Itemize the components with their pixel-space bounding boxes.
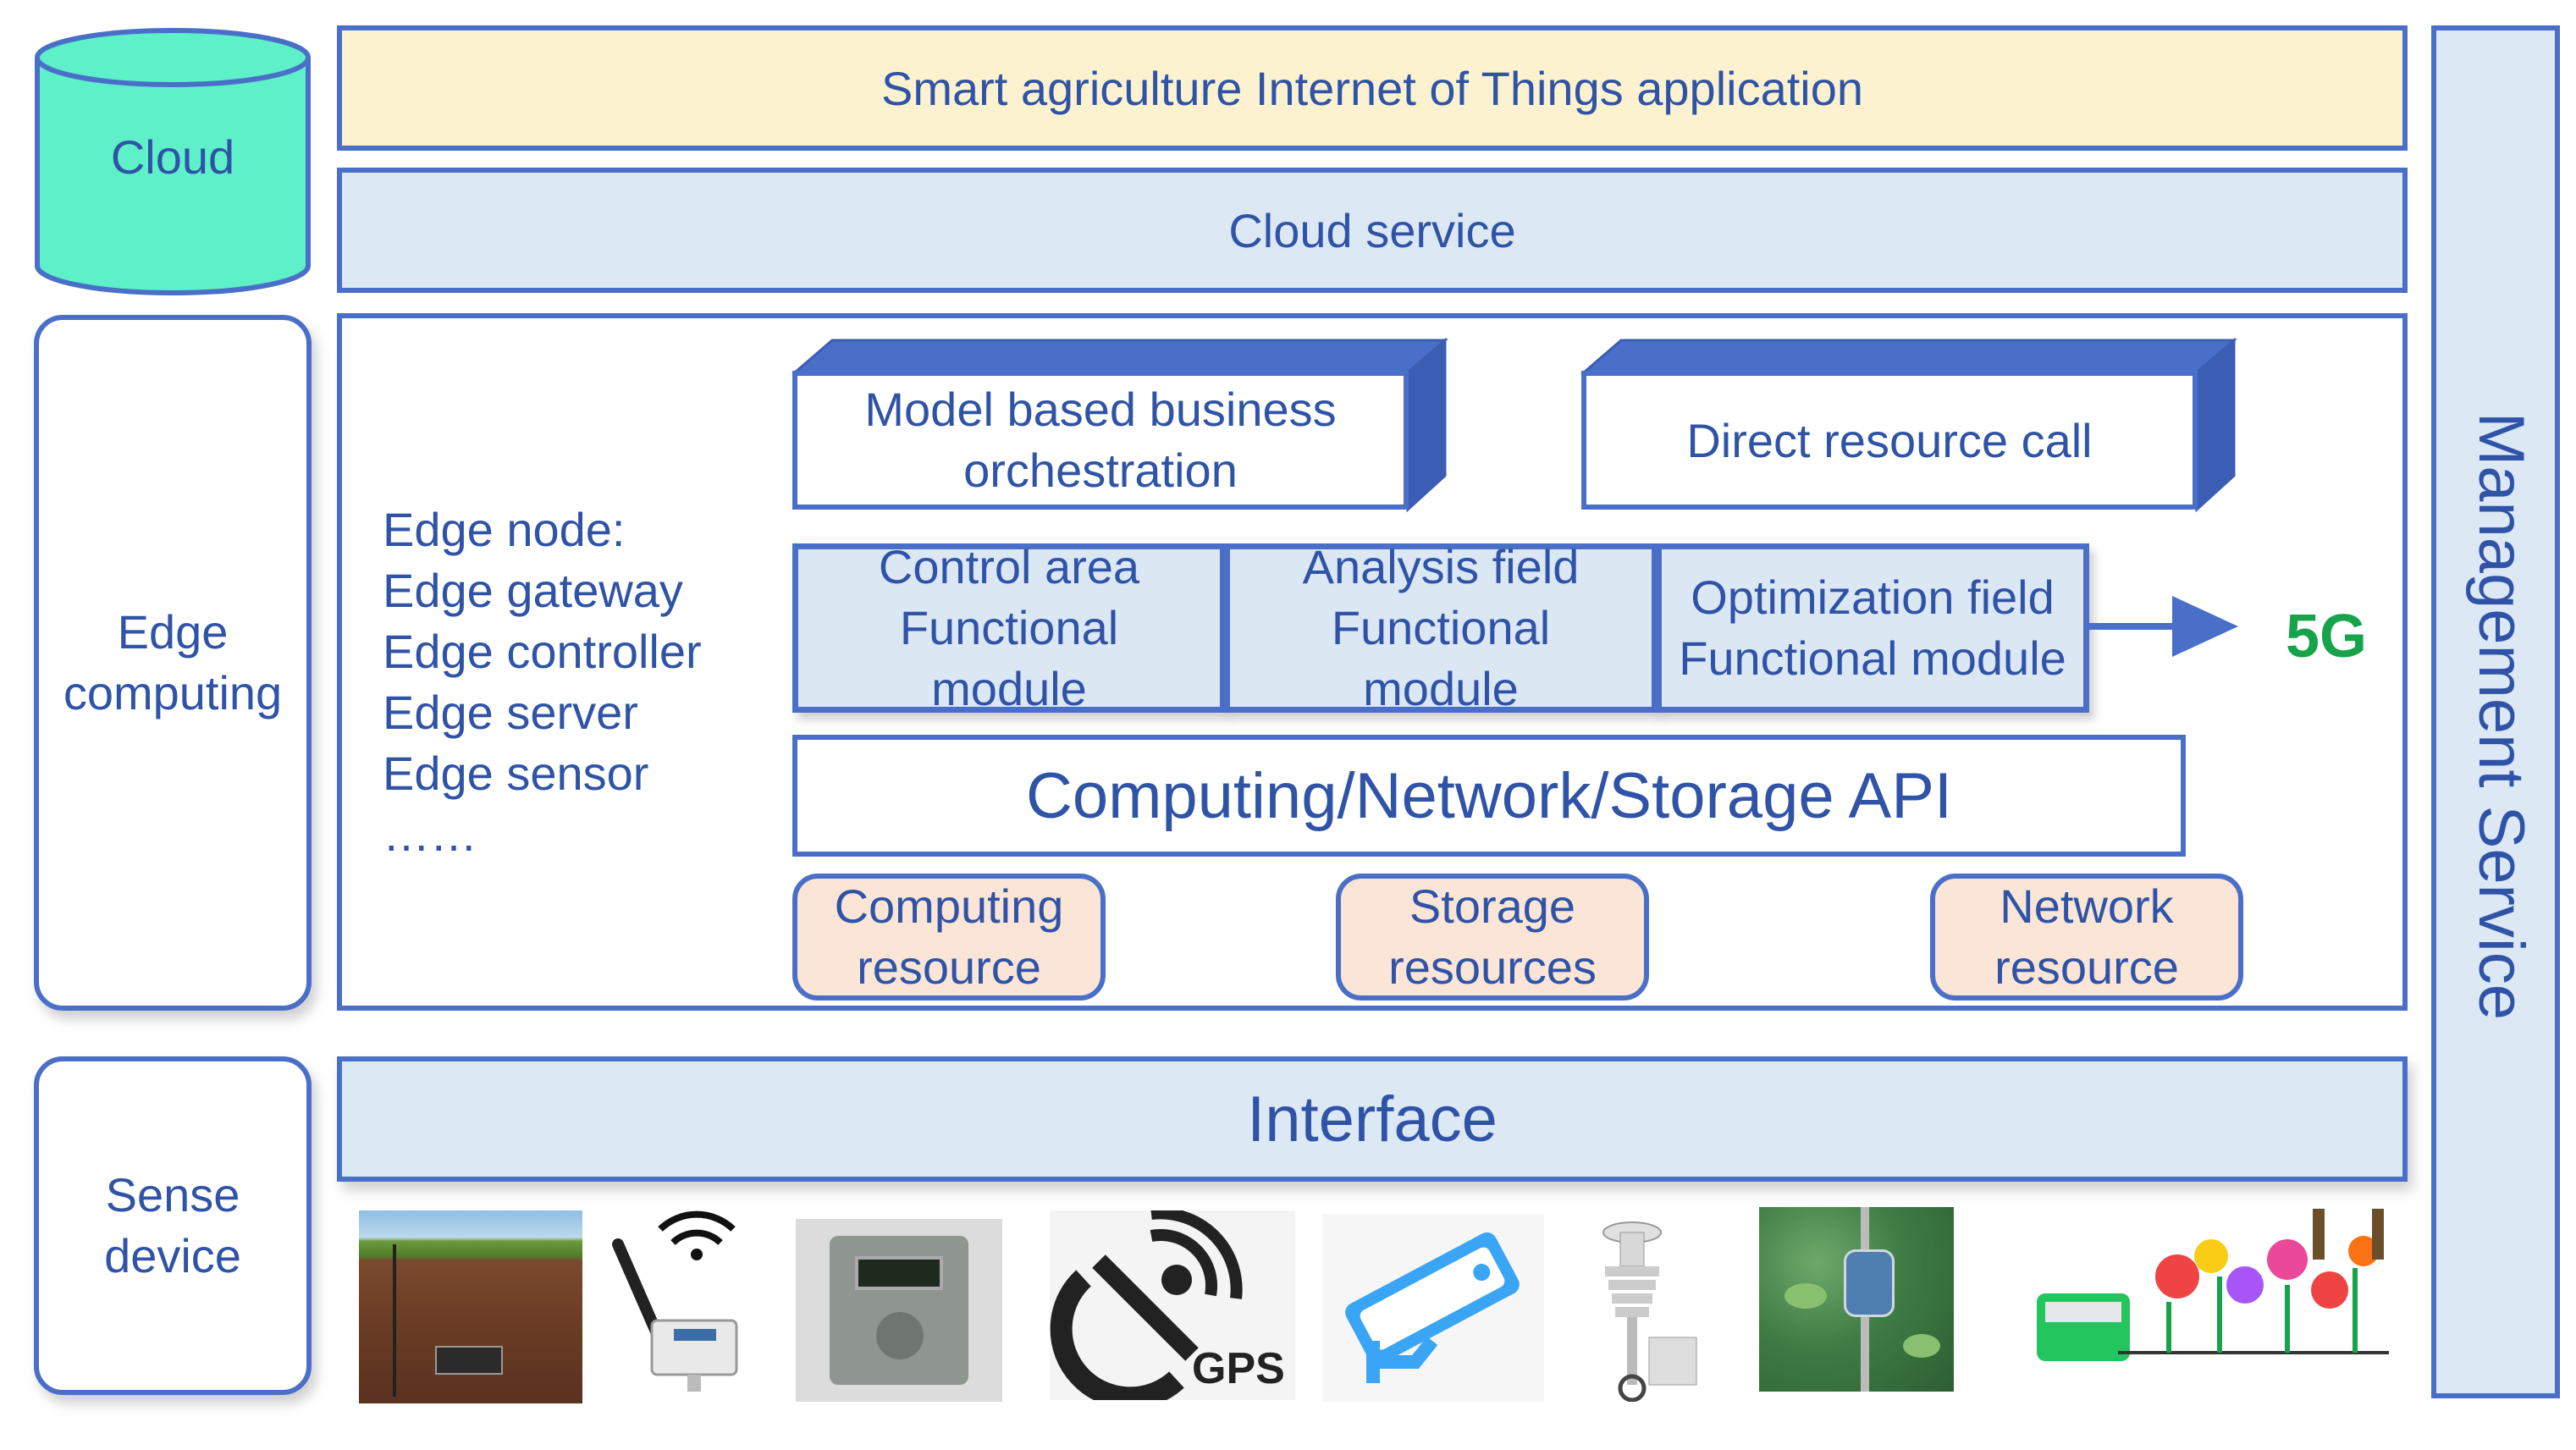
edge-node-list: Edge node: Edge gateway Edge controller … [383, 499, 772, 865]
resource-label-line: resource [1994, 940, 2179, 994]
smart-garden-image [2033, 1209, 2397, 1402]
meter-box-image [796, 1219, 1002, 1402]
sense-layer-label-line2: device [104, 1229, 241, 1282]
computing-resource: Computing resource [792, 874, 1106, 1001]
module-label-line: Control area [878, 540, 1140, 593]
module-label-line: Functional module [1679, 631, 2066, 685]
edge-node-item: …… [383, 808, 477, 861]
direct-resource-call-box: Direct resource call [1581, 371, 2198, 510]
security-camera-icon [1322, 1214, 1544, 1402]
edge-layer-label-line2: computing [63, 666, 283, 719]
edge-layer-label-line1: Edge [117, 605, 229, 659]
orchestration-label-line2: orchestration [963, 444, 1238, 497]
management-service-label: Management Service [2465, 411, 2537, 1021]
arrow-right-icon [2088, 596, 2238, 657]
edge-node-item: Edge controller [383, 625, 702, 678]
module-label-line: Functional [1331, 601, 1551, 654]
resource-label-line: resources [1388, 940, 1597, 994]
application-bar: Smart agriculture Internet of Things app… [337, 25, 2408, 151]
storage-resources: Storage resources [1336, 874, 1649, 1001]
resource-label-line: resource [857, 940, 1041, 994]
module-label-line: Functional [899, 601, 1119, 654]
module-label-line: module [1363, 662, 1519, 715]
orchestration-box: Model based business orchestration [792, 371, 1409, 510]
optimization-field-module: Optimization field Functional module [1656, 543, 2089, 713]
resource-label-line: Storage [1409, 879, 1576, 933]
fiveg-label: 5G [2286, 603, 2368, 670]
gps-satellite-icon: GPS [1050, 1210, 1295, 1400]
module-label-line: Analysis field [1302, 540, 1580, 593]
sense-layer-label-line1: Sense [105, 1168, 240, 1221]
api-bar: Computing/Network/Storage API [792, 735, 2186, 857]
edge-node-item: Edge sensor [383, 747, 649, 800]
gps-label: GPS [1192, 1344, 1285, 1393]
edge-node-item: Edge node: [383, 503, 626, 556]
direct-call-box-depth [1580, 337, 2238, 513]
module-label-line: module [931, 662, 1087, 715]
soil-sensor-image [359, 1210, 582, 1403]
network-resource: Network resource [1930, 874, 2243, 1001]
weather-station-image [1602, 1221, 1697, 1402]
cloud-layer-label: Cloud [110, 130, 235, 184]
edge-computing-layer: Edge computing [34, 315, 312, 1011]
plant-sensor-image [1759, 1207, 1954, 1392]
module-label-line: Optimization field [1691, 571, 2055, 624]
cloud-service-bar: Cloud service [337, 168, 2408, 293]
analysis-field-module: Analysis field Functional module [1224, 540, 1658, 715]
resource-label-line: Computing [834, 879, 1064, 933]
interface-bar: Interface [337, 1056, 2408, 1182]
management-service-bar: Management Service [2431, 25, 2560, 1398]
cloud-cylinder-icon [35, 28, 311, 295]
wifi-sensor-image [612, 1210, 738, 1392]
edge-node-item: Edge server [383, 686, 638, 739]
orchestration-label-line1: Model based business [864, 383, 1337, 436]
sense-device-layer: Sense device [34, 1056, 312, 1395]
resource-label-line: Network [2000, 879, 2174, 933]
control-area-module: Control area Functional module [792, 540, 1226, 715]
edge-node-item: Edge gateway [383, 564, 683, 617]
